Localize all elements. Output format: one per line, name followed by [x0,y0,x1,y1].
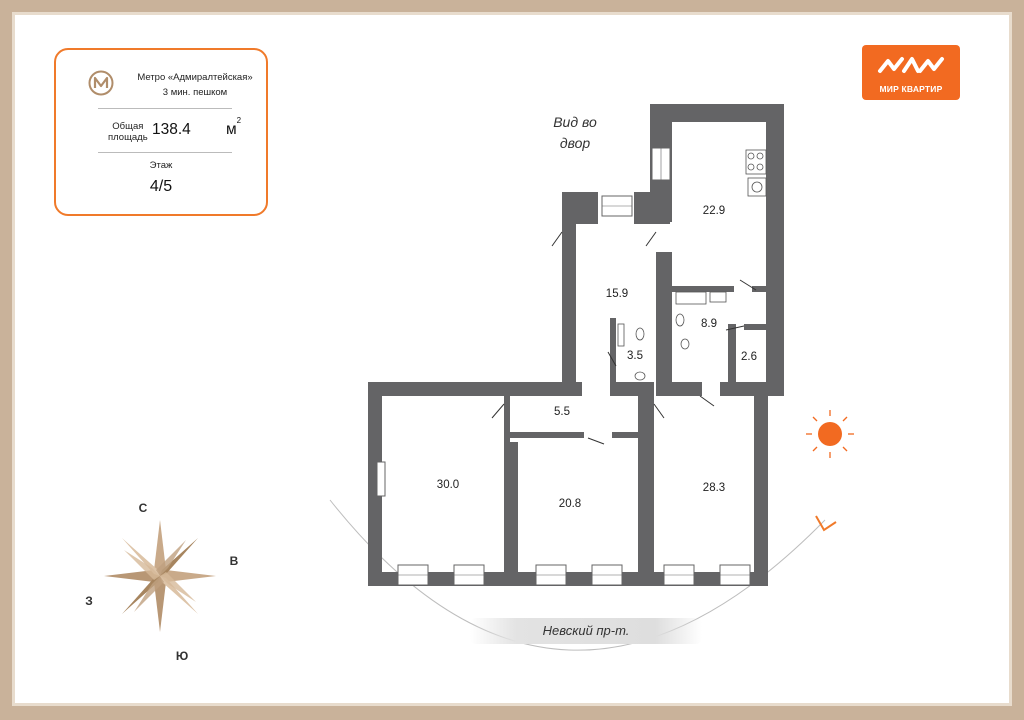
room-area-bathroom: 8.9 [701,318,717,330]
compass-south: Ю [175,649,189,663]
room-area-west: 30.0 [436,479,460,491]
compass-west: З [85,594,93,608]
walls [368,104,784,586]
total-area-value: 138.4 [152,121,191,138]
view-courtyard-label: Вид во двор [553,114,597,151]
street-banner: Невский пр-т. [470,618,702,644]
area-unit: м2 [226,116,242,139]
total-area-label: Общая площадь [108,121,148,143]
doors [491,231,757,445]
room-area-middle: 20.8 [558,498,582,510]
moon-icon [316,456,336,491]
metro-walk-time: 3 мин. пешком [162,87,228,98]
divider [98,108,232,109]
metro-icon [88,70,114,96]
compass-rose [104,520,216,632]
room-area-east: 28.3 [702,482,726,494]
apartment-info-card: Метро «Адмиралтейская» 3 мин. пешком Общ… [54,48,268,216]
room-area-closet: 2.6 [741,351,757,363]
logo-mark-icon [878,57,944,73]
brand-name: МИР КВАРТИР [879,84,943,94]
room-area-corridor: 5.5 [554,406,570,418]
sun-icon [806,410,854,458]
floor-value: 4/5 [149,178,173,195]
metro-info: Метро «Адмиралтейская» 3 мин. пешком [120,70,270,100]
brand-logo: МИР КВАРТИР [862,45,960,100]
window-mullions [398,148,750,576]
metro-station: Метро «Адмиралтейская» [137,72,253,83]
sun-direction-arrow [815,515,837,532]
floor-label: Этаж [149,160,173,171]
room-area-kitchen: 22.9 [702,205,726,217]
room-area-hall-upper: 15.9 [605,288,629,300]
compass-north: С [138,501,148,515]
compass-east: В [229,554,239,568]
room-area-wc: 3.5 [627,350,643,362]
fixtures [617,149,767,381]
divider [98,152,232,153]
street-name: Невский пр-т. [542,623,630,638]
